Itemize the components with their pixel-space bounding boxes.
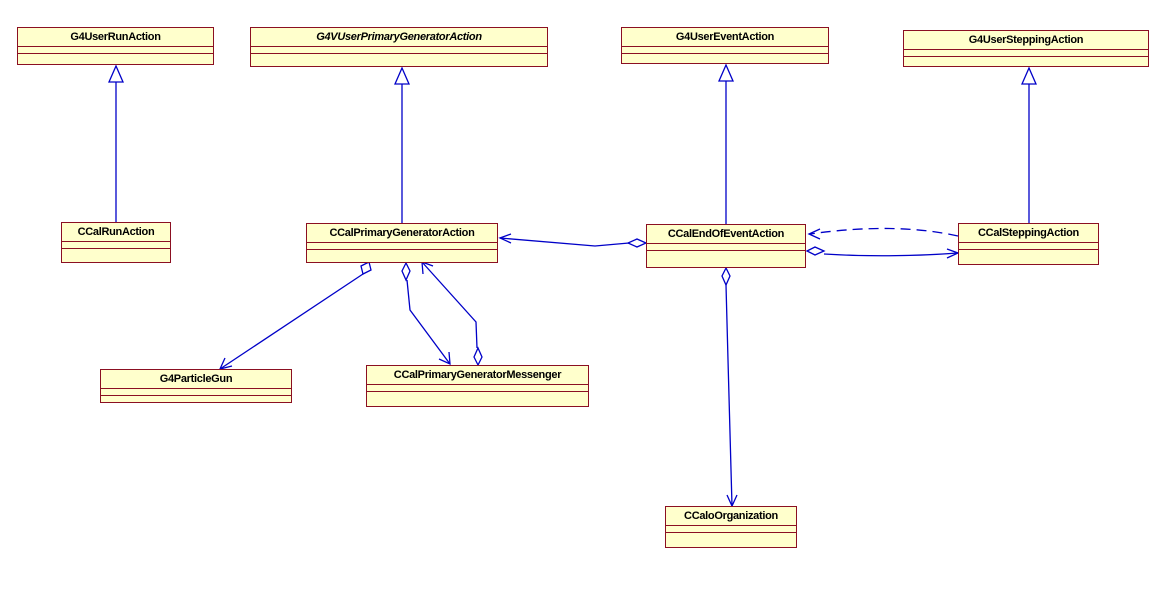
relation-agg-messenger-primary [421, 261, 483, 367]
operations-section [647, 250, 805, 259]
class-name: G4VUserPrimaryGeneratorAction [316, 31, 482, 43]
class-name: CCalRunAction [77, 226, 155, 238]
relation-agg-primary-gun [218, 261, 372, 370]
class-g4-particle-gun[interactable]: G4ParticleGun [100, 369, 292, 403]
operations-section [18, 53, 213, 62]
attributes-section [307, 242, 497, 249]
class-ccalo-organization[interactable]: CCaloOrganization [665, 506, 797, 548]
operations-section [959, 249, 1098, 258]
relation-agg-event-primary [498, 233, 648, 248]
relation-gen-stepping [1021, 66, 1037, 223]
attributes-section [904, 49, 1148, 56]
relation-agg-primary-messenger [401, 261, 451, 366]
operations-section [666, 532, 796, 541]
operations-section [307, 249, 497, 258]
operations-section [904, 56, 1148, 65]
attributes-section [101, 388, 291, 395]
relation-dep-stepping-event [807, 227, 959, 240]
class-name: CCaloOrganization [684, 510, 778, 522]
class-name: G4UserRunAction [70, 31, 161, 43]
class-g4-user-run-action[interactable]: G4UserRunAction [17, 27, 214, 65]
operations-section [62, 248, 170, 257]
attributes-section [622, 46, 828, 53]
class-name: CCalEndOfEventAction [667, 228, 785, 240]
relation-gen-event [718, 63, 734, 224]
class-name: CCalPrimaryGeneratorMessenger [393, 369, 562, 381]
class-name: CCalPrimaryGeneratorAction [329, 227, 475, 239]
operations-section [251, 53, 547, 62]
operations-section [622, 53, 828, 62]
relation-gen-primary [394, 66, 410, 223]
operations-section [367, 391, 588, 400]
relation-agg-event-organization [721, 266, 738, 508]
class-name: CCalSteppingAction [978, 227, 1079, 239]
relation-gen-run [108, 64, 124, 222]
attributes-section [647, 243, 805, 250]
class-g4v-user-primary-generator-action[interactable]: G4VUserPrimaryGeneratorAction [250, 27, 548, 67]
class-name: G4ParticleGun [159, 373, 233, 385]
attributes-section [959, 242, 1098, 249]
operations-section [101, 395, 291, 404]
class-g4-user-event-action[interactable]: G4UserEventAction [621, 27, 829, 64]
class-ccal-primary-generator-action[interactable]: CCalPrimaryGeneratorAction [306, 223, 498, 263]
attributes-section [251, 46, 547, 53]
class-name: G4UserEventAction [675, 31, 775, 43]
class-ccal-run-action[interactable]: CCalRunAction [61, 222, 171, 263]
class-g4-user-stepping-action[interactable]: G4UserSteppingAction [903, 30, 1149, 67]
attributes-section [62, 241, 170, 248]
relation-agg-event-stepping [805, 246, 960, 259]
attributes-section [666, 525, 796, 532]
class-ccal-end-of-event-action[interactable]: CCalEndOfEventAction [646, 224, 806, 268]
class-ccal-stepping-action[interactable]: CCalSteppingAction [958, 223, 1099, 265]
attributes-section [367, 384, 588, 391]
class-name: G4UserSteppingAction [968, 34, 1084, 46]
attributes-section [18, 46, 213, 53]
class-ccal-primary-generator-messenger[interactable]: CCalPrimaryGeneratorMessenger [366, 365, 589, 407]
